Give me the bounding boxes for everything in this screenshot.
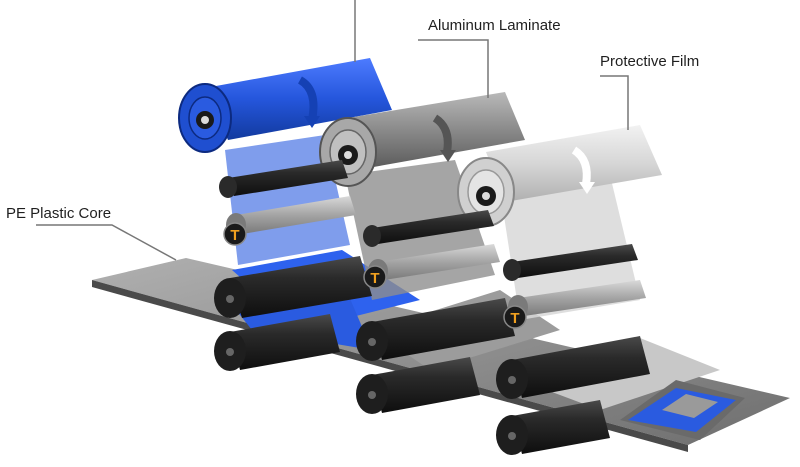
pressure-roller-2 xyxy=(356,298,515,361)
leader-line-aluminum xyxy=(418,39,489,98)
tension-marker-1: T xyxy=(223,222,247,246)
film-web xyxy=(500,175,640,320)
pressure-roller-3 xyxy=(496,336,650,399)
sheet-edge xyxy=(92,280,688,452)
guide-roller-alu-top xyxy=(363,210,494,247)
label-pe-plastic-core: PE Plastic Core xyxy=(6,205,112,222)
label-protective-film: Protective Film xyxy=(600,53,700,70)
tension-marker-2: T xyxy=(363,265,387,289)
leader-line-pe-core xyxy=(36,224,177,261)
label-aluminum-laminate: Aluminum Laminate xyxy=(428,17,561,34)
pressure-roller-1 xyxy=(214,256,372,318)
blue-supply-roll xyxy=(178,58,392,153)
tension-marker-3: T xyxy=(503,305,527,329)
cutaway-inner xyxy=(662,394,718,418)
guide-roller-blue-top xyxy=(219,160,348,198)
guide-roller-film-top xyxy=(503,244,638,281)
leader-line-protective-film xyxy=(600,75,629,130)
svg-text:T: T xyxy=(370,270,379,287)
svg-text:T: T xyxy=(510,310,519,327)
lower-roller-3 xyxy=(496,400,610,455)
lower-roller-2 xyxy=(356,357,480,414)
svg-text:T: T xyxy=(230,227,239,244)
lower-roller-1 xyxy=(214,314,340,371)
